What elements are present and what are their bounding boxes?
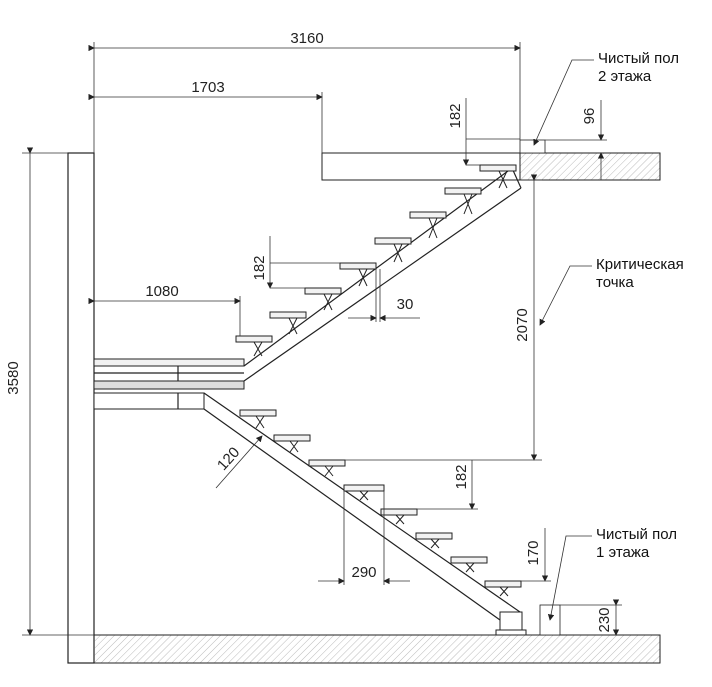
- total-height-label: 3580: [5, 361, 22, 394]
- callout-critical: Критическая точка: [539, 256, 684, 326]
- floor2-note-line1: Чистый пол: [598, 50, 679, 67]
- floor2-finish: [519, 139, 546, 154]
- first-riser-label: 170: [525, 540, 542, 565]
- lower-stringer: [203, 392, 527, 636]
- dim-upper-landing: 1703: [88, 79, 323, 153]
- overlap-label: 30: [397, 296, 414, 313]
- floor1-note-line1: Чистый пол: [596, 526, 677, 543]
- left-wall: [67, 152, 95, 664]
- callout-floor2: Чистый пол 2 этажа: [533, 50, 679, 146]
- landing-platform: [93, 358, 245, 410]
- critical-note-line1: Критическая: [596, 256, 684, 273]
- floor1-slab: [93, 634, 661, 664]
- dim-landing-width: 1080: [88, 283, 241, 336]
- callout-floor1: Чистый пол 1 этажа: [547, 526, 677, 621]
- dim-total-width: 3160: [88, 30, 521, 153]
- landing-width-label: 1080: [145, 283, 178, 300]
- dim-stringer-width: 120: [214, 435, 263, 489]
- dim-floor1-thickness: 230: [560, 599, 622, 636]
- dim-tread-depth: 290: [318, 491, 410, 585]
- dim-overlap: 30: [348, 269, 420, 322]
- critical-note-line2: точка: [596, 274, 634, 291]
- dim-critical-height: 2070: [345, 174, 542, 461]
- upper-riser-mid-label: 182: [251, 255, 268, 280]
- tread-depth-label: 290: [351, 564, 376, 581]
- upper-treads: [235, 164, 517, 357]
- lower-treads: [239, 409, 522, 597]
- upper-riser-top-label: 182: [447, 103, 464, 128]
- stringer-width-label: 120: [214, 444, 243, 474]
- floor2-slab-hatched: [519, 152, 661, 181]
- dim-lower-riser: 182: [417, 460, 478, 510]
- floor1-thickness-label: 230: [596, 607, 613, 632]
- total-width-label: 3160: [290, 30, 323, 47]
- dim-total-height: 3580: [5, 147, 94, 636]
- dim-upper-riser-top: 182: [447, 98, 520, 166]
- floor2-thickness-label: 96: [581, 108, 598, 125]
- floor2-note-line2: 2 этажа: [598, 68, 652, 85]
- lower-riser-label: 182: [453, 464, 470, 489]
- dim-upper-riser-mid: 182: [251, 236, 340, 289]
- upper-landing-label: 1703: [191, 79, 224, 96]
- upper-stringer: [243, 167, 522, 382]
- dim-first-riser: 170: [521, 528, 551, 582]
- critical-height-label: 2070: [514, 308, 531, 341]
- dim-floor2-thickness: 96: [545, 100, 607, 180]
- floor1-note-line2: 1 этажа: [596, 544, 650, 561]
